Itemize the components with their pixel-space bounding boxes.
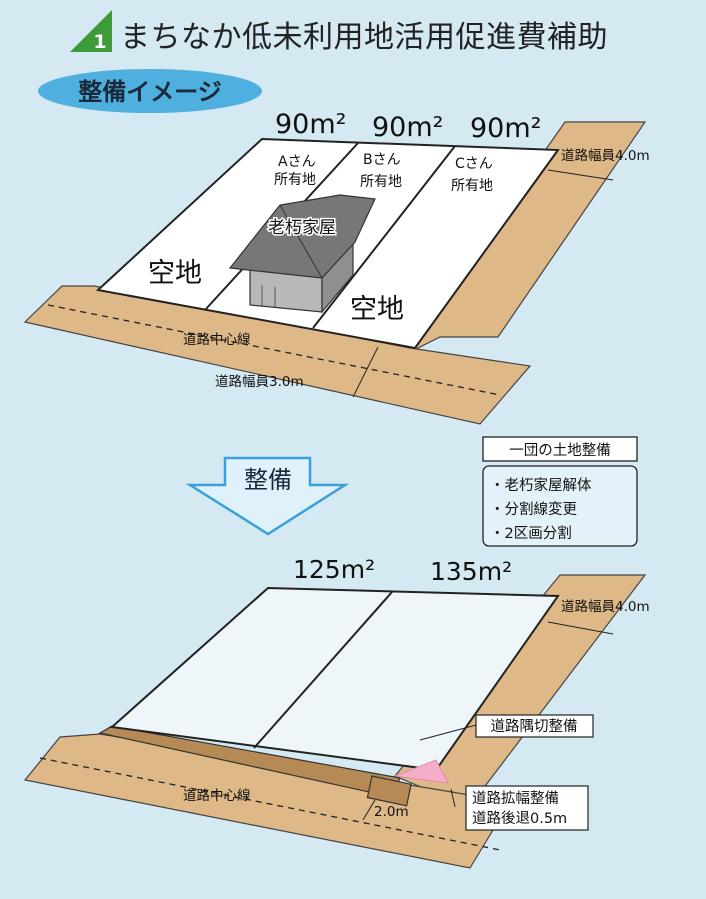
dim-line-bottom-before [352,346,379,398]
area-label-a: 90m² [275,109,346,140]
project-item-1: ・老朽家屋解体 [490,477,592,494]
old-house-label: 老朽家屋 [268,218,336,238]
image-label-pill [38,69,262,113]
owner-b-land: 所有地 [360,174,402,190]
road-front-before [23,285,532,425]
title-number-badge: 1 [70,10,112,53]
width-dim-line [362,799,376,821]
road-center-label-after: 道路中心線 [183,788,251,804]
dim-line-right-before [547,169,614,181]
widening-box [465,785,589,831]
page-title: まちなか低未利用地活用促進費補助 [120,20,608,55]
after-diagram: 125m² 135m² 道路幅員4.0m 道路隅切整備 道路中心線 道路拡幅整備… [23,555,650,869]
road-width-right-after: 道路幅員4.0m [561,599,650,615]
setback-dim-line [450,788,456,808]
widening-label: 道路拡幅整備 [472,790,559,807]
widening-corner-block [366,775,412,807]
area-label-after-2: 135m² [430,557,512,586]
before-diagram: 90m² 90m² 90m² Aさん 所有地 Bさん 所有地 Cさん 所有地 空… [23,109,650,425]
width-dim-label: 2.0m [374,804,409,820]
project-box: 一団の土地整備 ・老朽家屋解体 ・分割線変更 ・2区画分割 [482,436,638,547]
corner-cut-leader [419,723,481,741]
dim-line-right-after [547,621,614,635]
road-width-right-before: 道路幅員4.0m [561,148,650,164]
road-width-bottom-before: 道路幅員3.0m [215,374,304,390]
owner-a-land: 所有地 [274,172,316,188]
lot-divider-after [253,591,393,749]
road-center-label-before: 道路中心線 [183,332,251,348]
corner-cut-label: 道路隅切整備 [491,718,578,735]
area-label-after-1: 125m² [293,555,375,584]
title-number: 1 [93,31,106,53]
project-items-box [482,465,638,547]
project-item-2: ・分割線変更 [490,501,577,518]
owner-c-name: Cさん [455,156,493,172]
project-item-3: ・2区画分割 [490,525,572,542]
road-centerline-after [39,757,501,851]
lot-divider-bc [312,145,456,329]
arrow-label: 整備 [244,466,292,494]
corner-cut-area [394,759,449,784]
widening-strip [98,725,401,798]
image-label: 整備イメージ [78,78,222,106]
setback-label: 道路後退0.5m [472,810,567,827]
corner-cut-box [475,714,594,738]
project-title: 一団の土地整備 [509,442,611,459]
project-title-box [482,436,638,462]
vacant-label-left: 空地 [148,258,202,289]
area-label-b: 90m² [372,112,443,143]
area-label-c: 90m² [470,113,541,144]
owner-a-name: Aさん [278,154,316,170]
owner-c-land: 所有地 [451,178,493,194]
old-house [228,194,376,314]
owner-b-name: Bさん [363,152,401,168]
development-arrow: 整備 [185,456,350,536]
vacant-label-right: 空地 [350,294,404,325]
